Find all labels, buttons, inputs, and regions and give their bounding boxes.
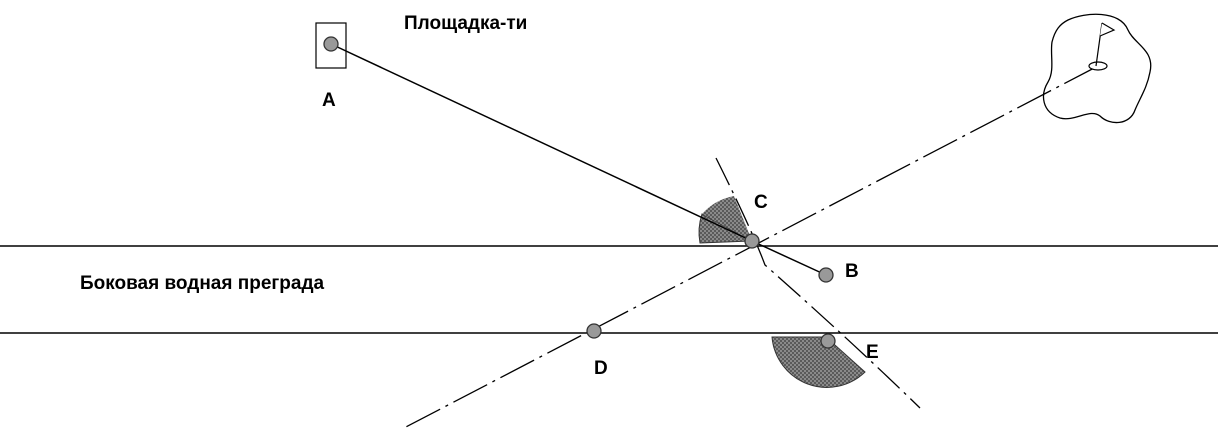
drop-area-c-cap: [702, 196, 752, 241]
point-c-marker: [744, 233, 760, 249]
point-b-marker: [818, 267, 834, 283]
arc-c-e: [715, 157, 921, 409]
point-e-label: E: [866, 342, 879, 363]
tee-label: Площадка-ти: [404, 13, 528, 34]
drop-area-e: [771, 336, 866, 388]
hazard-label: Боковая водная преграда: [80, 273, 325, 294]
point-d-label: D: [594, 358, 608, 379]
shot-line-a-c: [330, 43, 753, 242]
point-b-label: B: [845, 261, 859, 282]
flag-icon: [1099, 22, 1116, 37]
point-c-label: C: [754, 192, 768, 213]
shot-line-c-b: [751, 240, 827, 276]
point-a-marker: [323, 36, 339, 52]
green-outline: [1042, 13, 1152, 124]
point-e-marker: [820, 333, 836, 349]
tee-box: [315, 22, 347, 69]
point-a-label: A: [322, 90, 336, 111]
hole-cup-icon: [1088, 61, 1108, 71]
point-d-marker: [586, 323, 602, 339]
